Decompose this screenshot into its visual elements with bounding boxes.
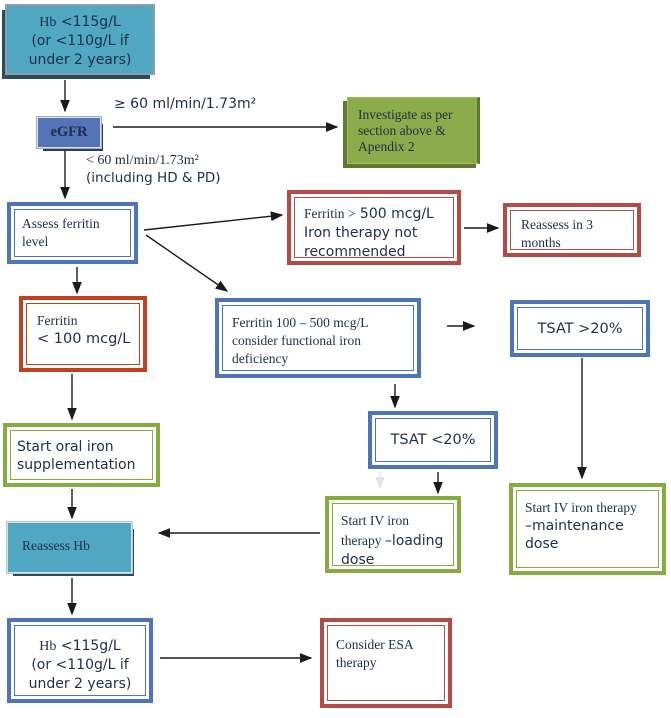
edge-label-egfr-low: < 60 ml/min/1.73m² (including HD & PD) [86, 152, 221, 188]
node-egfr-label: eGFR [50, 124, 88, 140]
node-ferritin-gt500: Ferritin > 500 mcg/L Iron therapy not re… [287, 190, 461, 265]
node-assess-ferritin-line1: Assess ferritin [22, 216, 100, 231]
node-reassess-3-months-line2: months [521, 234, 561, 250]
node-oral-iron-line1: Start oral iron [17, 439, 114, 455]
node-hb-initial: Hb <115g/L (or <110g/L if under 2 years) [5, 4, 155, 75]
node-iv-loading: Start IV iron therapy –loading dose [325, 496, 461, 573]
node-reassess-3-months: Reassess in 3 months [503, 203, 641, 257]
edge-label-egfr-high: ≥ 60 ml/min/1.73m² [114, 96, 257, 112]
node-iv-maintenance-line3: dose [525, 536, 559, 553]
node-esa: Consider ESA therapy [320, 618, 452, 708]
edge-label-egfr-low-line1: < 60 ml/min/1.73m² [86, 153, 199, 168]
node-reassess-hb: Reassess Hb [6, 521, 133, 574]
node-reassess-hb-label: Reassess Hb [22, 538, 90, 553]
edge-assess-to-ferritin-gt500 [143, 211, 284, 231]
node-iv-loading-line1: Start IV iron [341, 513, 409, 528]
node-hb-initial-line3: under 2 years) [28, 51, 132, 68]
node-hb-recheck: Hb <115g/L (or <110g/L if under 2 years) [7, 618, 153, 703]
node-egfr: eGFR [36, 116, 102, 149]
node-tsat-lt20: TSAT <20% [368, 411, 498, 469]
node-ferritin-lt100-line2: < 100 mcg/L [37, 330, 131, 347]
node-ferritin-100-500-line1: Ferritin 100 – 500 mcg/L [232, 315, 369, 330]
node-reassess-3-months-line1: Reassess in 3 [521, 217, 593, 232]
edge-label-egfr-low-line2: (including HD & PD) [86, 170, 221, 187]
node-iv-maintenance-line2: –maintenance [525, 517, 624, 534]
node-iv-loading-line2: therapy –loading [341, 532, 444, 549]
node-investigate-line1: Investigate as per [358, 107, 453, 122]
node-iv-maintenance-line1: Start IV iron therapy [525, 500, 637, 515]
node-ferritin-lt100: Ferritin < 100 mcg/L [19, 296, 147, 372]
node-ferritin-gt500-line3: recommended [304, 243, 406, 260]
node-investigate-line3: Apendix 2 [358, 138, 415, 154]
node-oral-iron: Start oral iron supplementation [3, 423, 160, 487]
node-ferritin-100-500: Ferritin 100 – 500 mcg/L consider functi… [215, 298, 421, 378]
node-investigate: Investigate as per section above & Apend… [347, 97, 480, 164]
node-ferritin-100-500-line2: consider functional iron [232, 332, 361, 348]
node-esa-line2: therapy [336, 654, 377, 670]
node-ferritin-lt100-line1: Ferritin [37, 313, 78, 328]
node-assess-ferritin-line2: level [22, 233, 49, 249]
node-ferritin-gt500-line1: Ferritin > 500 mcg/L [304, 206, 434, 222]
node-tsat-gt20: TSAT >20% [510, 300, 650, 357]
node-tsat-gt20-label: TSAT >20% [537, 320, 623, 337]
edge-assess-to-ferritin-100-500 [145, 234, 229, 292]
node-hb-initial-line2: (or <110g/L if [31, 33, 129, 50]
node-iv-maintenance: Start IV iron therapy –maintenance dose [509, 483, 666, 575]
node-hb-recheck-line1: Hb <115g/L [39, 638, 121, 654]
node-iv-loading-line3: dose [341, 551, 375, 568]
node-oral-iron-line2: supplementation [17, 457, 136, 474]
node-tsat-lt20-label: TSAT <20% [390, 432, 476, 448]
node-hb-recheck-line2: (or <110g/L if [31, 657, 129, 674]
node-investigate-line2: section above & [358, 122, 446, 138]
node-ferritin-100-500-line3: deficiency [232, 350, 289, 366]
node-hb-recheck-line3: under 2 years) [28, 675, 132, 692]
node-esa-line1: Consider ESA [336, 637, 414, 652]
node-ferritin-gt500-line2: Iron therapy not [304, 225, 418, 242]
node-hb-initial-line1: Hb <115g/L [39, 14, 121, 30]
node-assess-ferritin: Assess ferritin level [7, 202, 138, 264]
